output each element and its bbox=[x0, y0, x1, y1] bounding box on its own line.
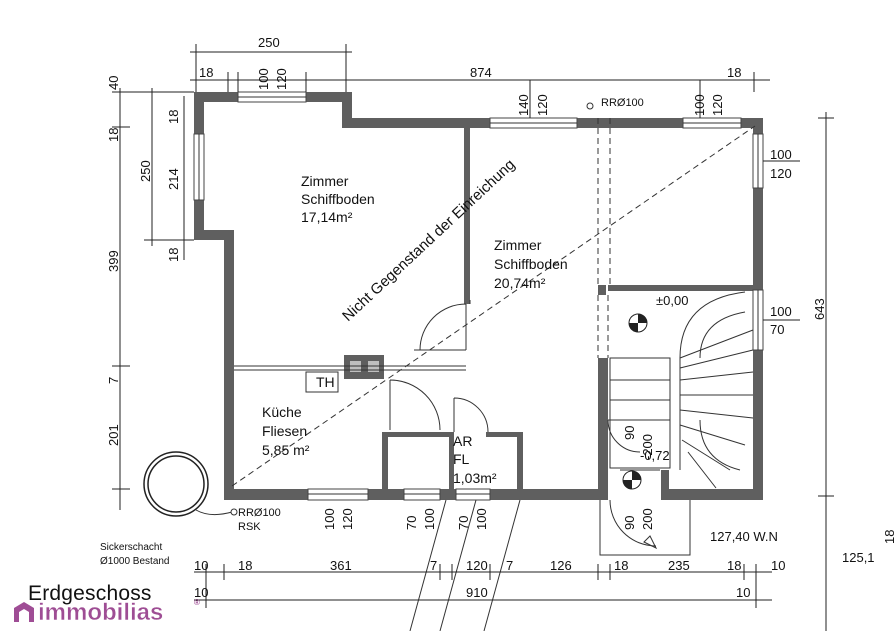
stairs bbox=[609, 291, 754, 489]
rr-bottom-label: RRØ100 bbox=[238, 507, 281, 519]
room2-floor: Schiffboden bbox=[494, 256, 568, 272]
windows bbox=[193, 91, 764, 501]
level-1-label: -0,72 bbox=[640, 448, 670, 463]
room-labels: Zimmer Schiffboden 17,14m² Zimmer Schiff… bbox=[262, 173, 568, 486]
svg-text:90: 90 bbox=[622, 516, 637, 530]
svg-text:100: 100 bbox=[322, 508, 337, 530]
room1-area: 17,14m² bbox=[301, 209, 353, 225]
room2-area: 20,74m² bbox=[494, 275, 546, 291]
svg-text:-200: -200 bbox=[640, 434, 655, 460]
room1-floor: Schiffboden bbox=[301, 191, 375, 207]
svg-text:100: 100 bbox=[770, 304, 792, 319]
svg-text:10: 10 bbox=[194, 558, 208, 573]
svg-text:120: 120 bbox=[466, 558, 488, 573]
svg-text:100: 100 bbox=[256, 68, 271, 90]
svg-text:643: 643 bbox=[812, 298, 827, 320]
dimension-lines bbox=[112, 44, 834, 631]
rsk-label: RSK bbox=[238, 521, 261, 533]
svg-text:10: 10 bbox=[771, 558, 785, 573]
wn-label: 127,40 W.N bbox=[710, 529, 778, 544]
svg-text:7: 7 bbox=[506, 558, 513, 573]
room4-floor: FL bbox=[453, 451, 470, 467]
room3-area: 5,85 m² bbox=[262, 442, 310, 458]
dims-right: 100 120 100 70 643 18 bbox=[770, 147, 894, 544]
level-0-label: ±0,00 bbox=[656, 293, 688, 308]
rr-top-label: RRØ100 bbox=[601, 97, 644, 109]
watermark-text: Nicht Gegenstand der Einreichung bbox=[339, 156, 518, 325]
svg-text:18: 18 bbox=[238, 558, 252, 573]
svg-text:40: 40 bbox=[106, 76, 121, 90]
room2-name: Zimmer bbox=[494, 237, 542, 253]
brand-logo-icon bbox=[14, 602, 34, 622]
partitions bbox=[234, 300, 471, 371]
brand-registered-mark: ® bbox=[194, 598, 200, 607]
sickerschacht-sub-label: Ø1000 Bestand bbox=[100, 556, 170, 567]
th-box bbox=[305, 371, 339, 393]
dims-bottom-row2: 10 910 10 bbox=[194, 585, 750, 600]
svg-text:70: 70 bbox=[456, 516, 471, 530]
level-marker-top bbox=[628, 313, 648, 333]
svg-text:200: 200 bbox=[640, 508, 655, 530]
svg-text:7: 7 bbox=[430, 558, 437, 573]
svg-text:18: 18 bbox=[166, 110, 181, 124]
svg-text:120: 120 bbox=[770, 166, 792, 181]
walkway bbox=[409, 499, 521, 631]
floor-label: Erdgeschoss bbox=[28, 582, 152, 605]
svg-text:120: 120 bbox=[710, 94, 725, 116]
ground-label: 125,1 bbox=[842, 550, 875, 565]
svg-text:126: 126 bbox=[550, 558, 572, 573]
svg-text:18: 18 bbox=[166, 248, 181, 262]
svg-text:100: 100 bbox=[692, 94, 707, 116]
svg-text:140: 140 bbox=[516, 94, 531, 116]
room1-name: Zimmer bbox=[301, 173, 349, 189]
dims-bottom-row1: 10 18 361 7 120 7 126 18 235 18 10 bbox=[194, 558, 785, 573]
svg-text:100: 100 bbox=[474, 508, 489, 530]
svg-text:18: 18 bbox=[727, 558, 741, 573]
brand-block: Erdgeschoss immobilias ® bbox=[8, 582, 248, 628]
svg-text:90: 90 bbox=[622, 426, 637, 440]
svg-text:120: 120 bbox=[274, 68, 289, 90]
dims-bottom-openings: 100 120 70 100 70 100 90 -200 90 200 bbox=[322, 426, 655, 530]
svg-text:120: 120 bbox=[535, 94, 550, 116]
svg-text:70: 70 bbox=[770, 322, 784, 337]
svg-text:18: 18 bbox=[614, 558, 628, 573]
svg-text:361: 361 bbox=[330, 558, 352, 573]
svg-text:874: 874 bbox=[470, 65, 492, 80]
level-marker-bottom bbox=[622, 470, 642, 490]
dims-left: 40 18 250 18 214 18 399 7 201 bbox=[106, 76, 181, 446]
svg-text:100: 100 bbox=[422, 508, 437, 530]
svg-text:235: 235 bbox=[668, 558, 690, 573]
svg-text:250: 250 bbox=[258, 35, 280, 50]
svg-text:250: 250 bbox=[138, 160, 153, 182]
room3-name: Küche bbox=[262, 404, 302, 420]
svg-text:18: 18 bbox=[199, 65, 213, 80]
svg-text:10: 10 bbox=[736, 585, 750, 600]
room4-name: AR bbox=[453, 433, 472, 449]
th-label: TH bbox=[316, 374, 335, 390]
brand-name: immobilias bbox=[38, 599, 164, 626]
svg-text:120: 120 bbox=[340, 508, 355, 530]
svg-text:70: 70 bbox=[404, 516, 419, 530]
svg-text:100: 100 bbox=[770, 147, 792, 162]
svg-text:910: 910 bbox=[466, 585, 488, 600]
room4-area: 1,03m² bbox=[453, 470, 497, 486]
svg-text:18: 18 bbox=[882, 530, 894, 544]
svg-text:201: 201 bbox=[106, 424, 121, 446]
svg-text:7: 7 bbox=[106, 377, 121, 384]
room3-floor: Fliesen bbox=[262, 423, 307, 439]
dashed-lines bbox=[231, 118, 756, 487]
svg-text:10: 10 bbox=[194, 585, 208, 600]
sickerschacht-label: Sickerschacht bbox=[100, 542, 162, 553]
svg-text:18: 18 bbox=[727, 65, 741, 80]
svg-text:399: 399 bbox=[106, 250, 121, 272]
svg-text:18: 18 bbox=[106, 128, 121, 142]
svg-text:214: 214 bbox=[166, 168, 181, 190]
dims-top: 250 18 100 120 874 140 120 100 120 18 bbox=[199, 35, 741, 116]
rainpipe-top-icon bbox=[586, 102, 594, 110]
seepage-shaft bbox=[143, 451, 238, 517]
